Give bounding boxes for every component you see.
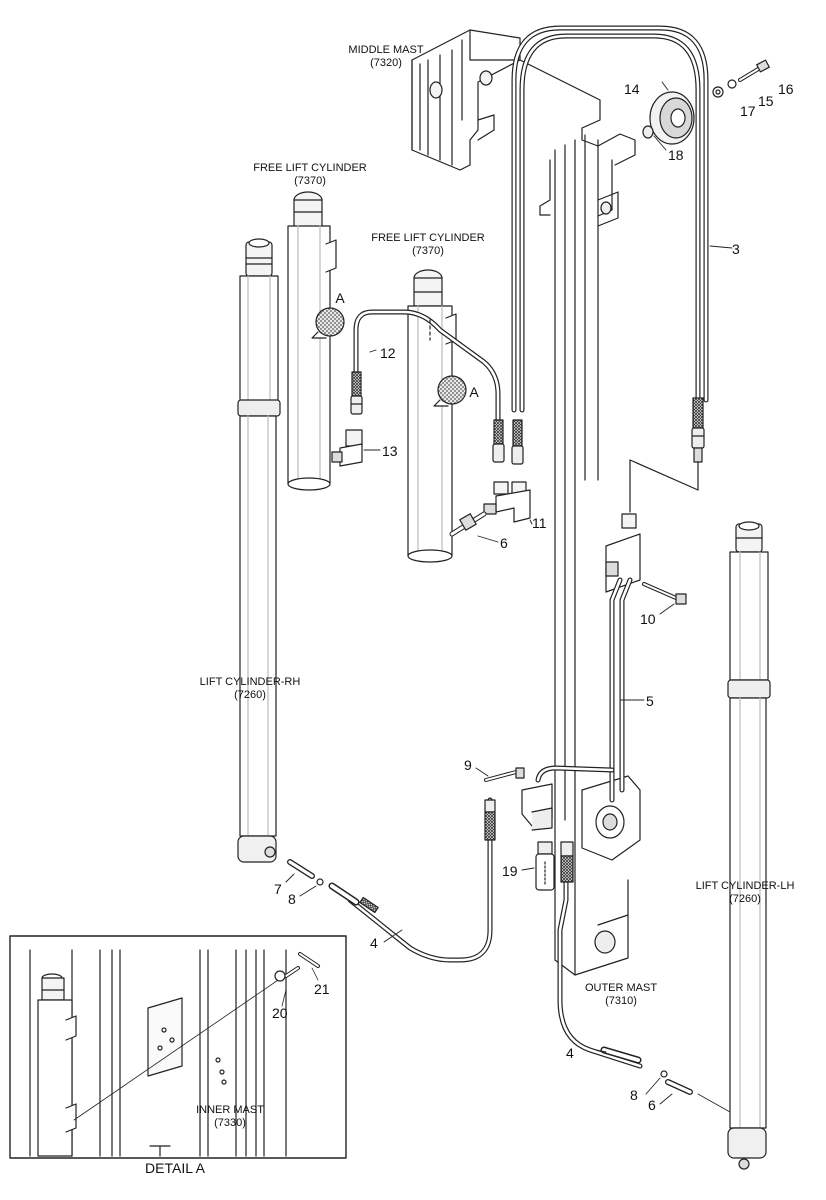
part-number-14: 14 [624,81,640,97]
part-number-20: 20 [272,1005,288,1021]
label-outer-mast: OUTER MAST (7310) [566,982,676,1008]
lift-cylinder-lh [727,521,771,1170]
free-lift-cylinder-center [407,269,467,563]
lift-cylinder-rh-name: LIFT CYLINDER-RH [199,676,301,688]
label-lift-cylinder-rh: LIFT CYLINDER-RH (7260) [190,676,310,702]
outer-mast [554,775,641,976]
label-lift-cylinder-lh: LIFT CYLINDER-LH (7260) [680,880,810,906]
connector-7 [287,859,324,886]
part-number-11: 11 [532,515,547,531]
bolt-10 [642,582,687,605]
tee-13 [331,429,363,467]
part-number-8a: 8 [288,891,296,907]
lift-cylinder-lh-code: (7260) [729,893,761,905]
hose-5 [605,513,641,803]
part-number-19: 19 [502,863,518,879]
lift-cylinder-rh-code: (7260) [234,689,266,701]
bolt-16 [712,59,770,98]
leader-lines [285,81,733,1105]
free-lift-cylinder-left-name: FREE LIFT CYLINDER [253,162,367,174]
part-number-18: 18 [668,147,684,163]
label-free-lift-cylinder-center: FREE LIFT CYLINDER (7370) [358,232,498,258]
part-number-4a: 4 [370,935,378,951]
free-lift-cylinder-center-code: (7370) [412,245,444,257]
free-lift-cylinder-left [287,191,345,491]
part-number-6b: 6 [648,1097,656,1113]
tee-11 [483,481,531,523]
part-number-9: 9 [464,757,472,773]
part-number-16: 16 [778,81,794,97]
middle-mast-code: (7320) [370,57,402,69]
part-number-6a: 6 [500,535,508,551]
label-inner-mast: INNER MAST (7330) [180,1104,280,1130]
detail-marker-a2: A [469,384,479,400]
pulley-14 [642,91,695,145]
free-lift-cylinder-left-code: (7370) [294,175,326,187]
part-number-7: 7 [274,881,282,897]
lift-cylinder-rh [237,238,281,863]
hose-4-left [328,797,496,963]
connector-6-upper [449,511,487,537]
outer-mast-code: (7310) [605,995,637,1007]
outer-mast-name: OUTER MAST [584,982,658,994]
part-number-4b: 4 [566,1045,574,1061]
part-number-5: 5 [646,693,654,709]
inner-mast-code: (7330) [214,1117,246,1129]
detail-a-box [9,935,347,1159]
hose-3 [511,25,709,513]
detail-a-title: DETAIL A [145,1160,205,1176]
label-free-lift-cylinder-left: FREE LIFT CYLINDER (7370) [240,162,380,188]
part-number-3: 3 [732,241,740,257]
manifold [484,765,615,831]
part-number-10: 10 [640,611,656,627]
label-middle-mast: MIDDLE MAST (7320) [330,44,442,70]
detail-marker-a1: A [335,290,345,306]
hose-4-right [557,841,643,1069]
part-number-15: 15 [758,93,774,109]
part-number-8b: 8 [630,1087,638,1103]
part-number-17: 17 [740,103,756,119]
middle-mast-name: MIDDLE MAST [348,44,424,56]
part-number-13: 13 [382,443,398,459]
velocity-fuse-19 [535,841,555,891]
connector-6-lower [660,1070,731,1113]
lift-cylinder-lh-name: LIFT CYLINDER-LH [695,880,795,892]
part-number-21: 21 [314,981,330,997]
middle-mast [411,29,636,821]
hose-12 [350,309,524,465]
free-lift-cylinder-center-name: FREE LIFT CYLINDER [371,232,485,244]
inner-mast-name: INNER MAST [196,1104,264,1116]
part-number-12: 12 [380,345,396,361]
